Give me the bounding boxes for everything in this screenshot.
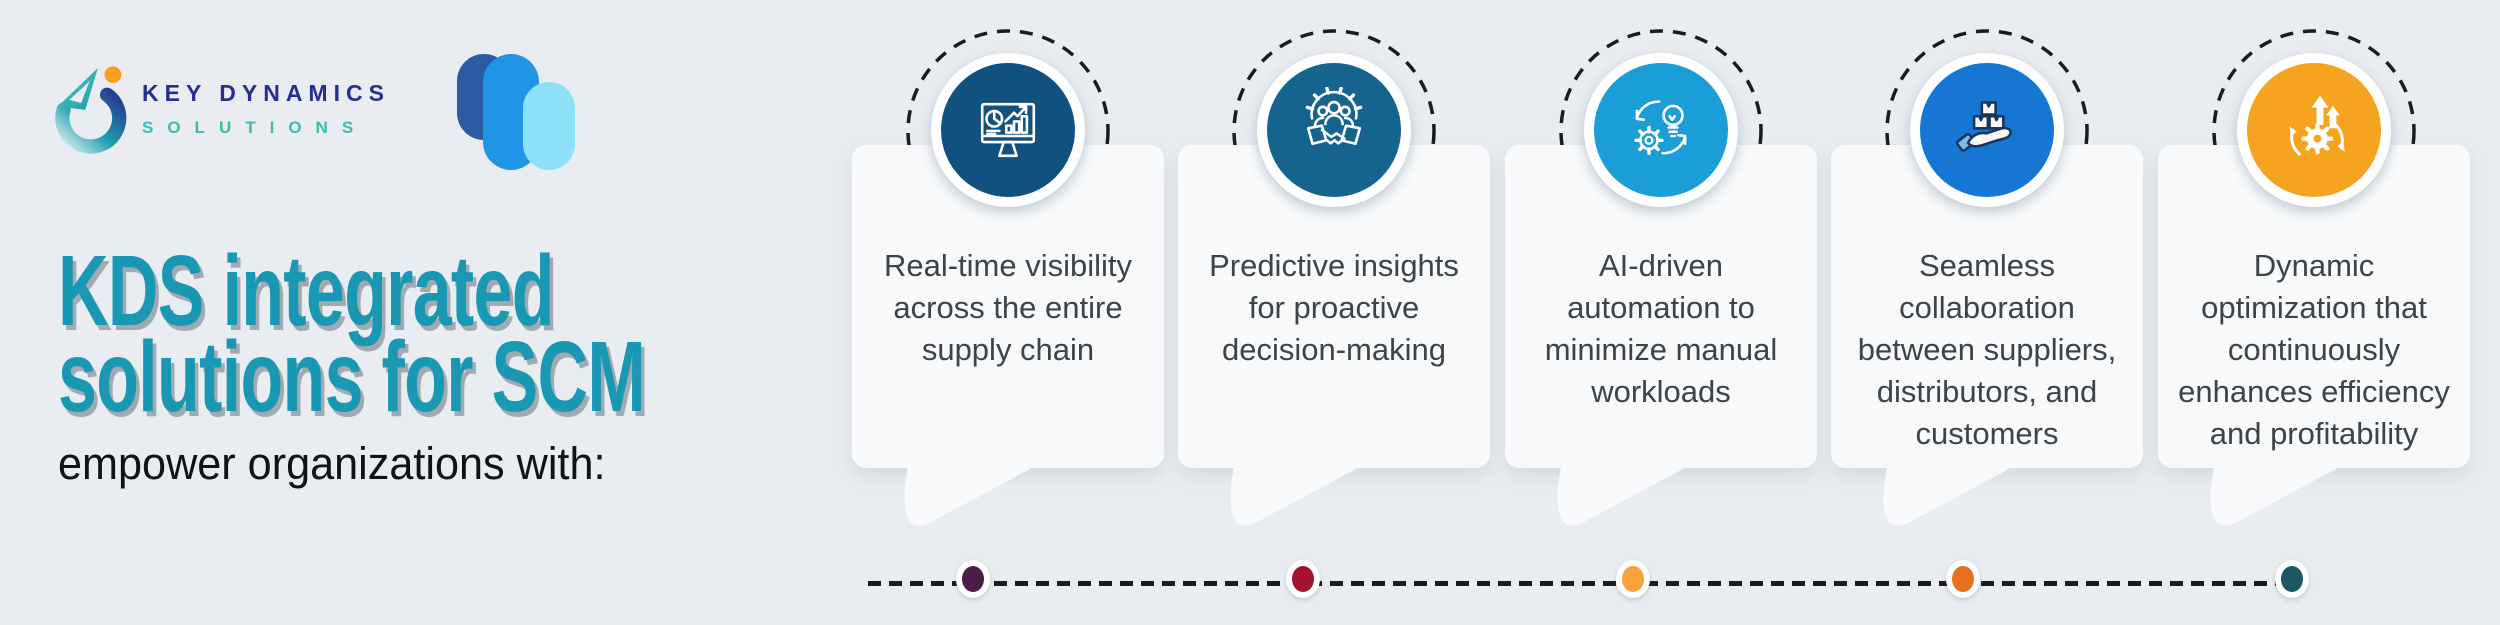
card-text: Real-time visibility across the entire s… bbox=[883, 248, 1133, 367]
brand-name-line1: KEY DYNAMICS bbox=[142, 80, 390, 106]
timeline-dot-core bbox=[2281, 566, 2303, 592]
dashed-ring bbox=[2212, 29, 2416, 233]
optimization-gear-growth-icon bbox=[2289, 95, 2345, 156]
dynamics-365-business-central-logo-icon bbox=[457, 54, 575, 170]
hand-holding-boxes-icon bbox=[1955, 101, 2012, 152]
bubble-tail bbox=[1883, 466, 2009, 526]
orange-dot bbox=[104, 66, 122, 84]
timeline-dot-2 bbox=[1286, 560, 1320, 598]
bubble-tail bbox=[904, 466, 1030, 526]
timeline-dot-3 bbox=[1616, 560, 1650, 598]
card-text: AI-driven automation to minimize manual … bbox=[1544, 248, 1778, 409]
timeline-dot-core bbox=[1292, 566, 1314, 592]
analytics-dashboard-monitor-icon bbox=[980, 102, 1036, 158]
page-title-line2: solutions for SCM bbox=[58, 321, 646, 433]
timeline-dot-4 bbox=[1946, 560, 1980, 598]
dashed-ring bbox=[906, 29, 1110, 233]
timeline-dot-1 bbox=[956, 560, 990, 598]
card-icon-circle bbox=[1584, 53, 1738, 207]
timeline-dot-core bbox=[1622, 566, 1644, 592]
timeline-dot-core bbox=[962, 566, 984, 592]
timeline-dashed-line bbox=[868, 581, 2292, 586]
feature-card-ai-automation: AI-driven automation to minimize manual … bbox=[1505, 0, 1817, 625]
page-title-line1: KDS integrated bbox=[58, 235, 555, 347]
card-icon-circle bbox=[1910, 53, 2064, 207]
brand-name: KEY DYNAMICS SOLUTIONS bbox=[142, 80, 390, 138]
card-icon-circle bbox=[931, 53, 1085, 207]
card-text: Seamless collaboration between suppliers… bbox=[1857, 248, 2117, 451]
timeline-dot-5 bbox=[2275, 560, 2309, 598]
dashed-ring bbox=[1885, 29, 2089, 233]
feature-card-dynamic-optimization: Dynamic optimization that continuously e… bbox=[2158, 0, 2470, 625]
card-text: Dynamic optimization that continuously e… bbox=[2178, 248, 2450, 451]
page-title: KDS integrated solutions for SCM bbox=[58, 235, 646, 433]
timeline-dot-core bbox=[1952, 566, 1974, 592]
feature-card-realtime-visibility: Real-time visibility across the entire s… bbox=[852, 0, 1164, 625]
brand-name-line2: SOLUTIONS bbox=[142, 118, 368, 137]
dashed-ring bbox=[1232, 29, 1436, 233]
dashed-ring bbox=[1559, 29, 1763, 233]
feature-card-seamless-collaboration: Seamless collaboration between suppliers… bbox=[1831, 0, 2143, 625]
card-icon-circle bbox=[2237, 53, 2391, 207]
automation-gear-lightbulb-icon bbox=[1634, 100, 1687, 155]
bubble-tail bbox=[1230, 466, 1356, 526]
card-icon-circle bbox=[1257, 53, 1411, 207]
bubble-tail bbox=[1557, 466, 1683, 526]
handshake-team-gear-icon bbox=[1305, 87, 1363, 146]
bubble-tail bbox=[2210, 466, 2336, 526]
feature-card-predictive-insights: Predictive insights for proactive decisi… bbox=[1178, 0, 1490, 625]
kds-swoosh-logo-icon bbox=[55, 66, 127, 154]
page-subtitle: empower organizations with: bbox=[58, 438, 606, 489]
card-text: Predictive insights for proactive decisi… bbox=[1209, 248, 1459, 367]
